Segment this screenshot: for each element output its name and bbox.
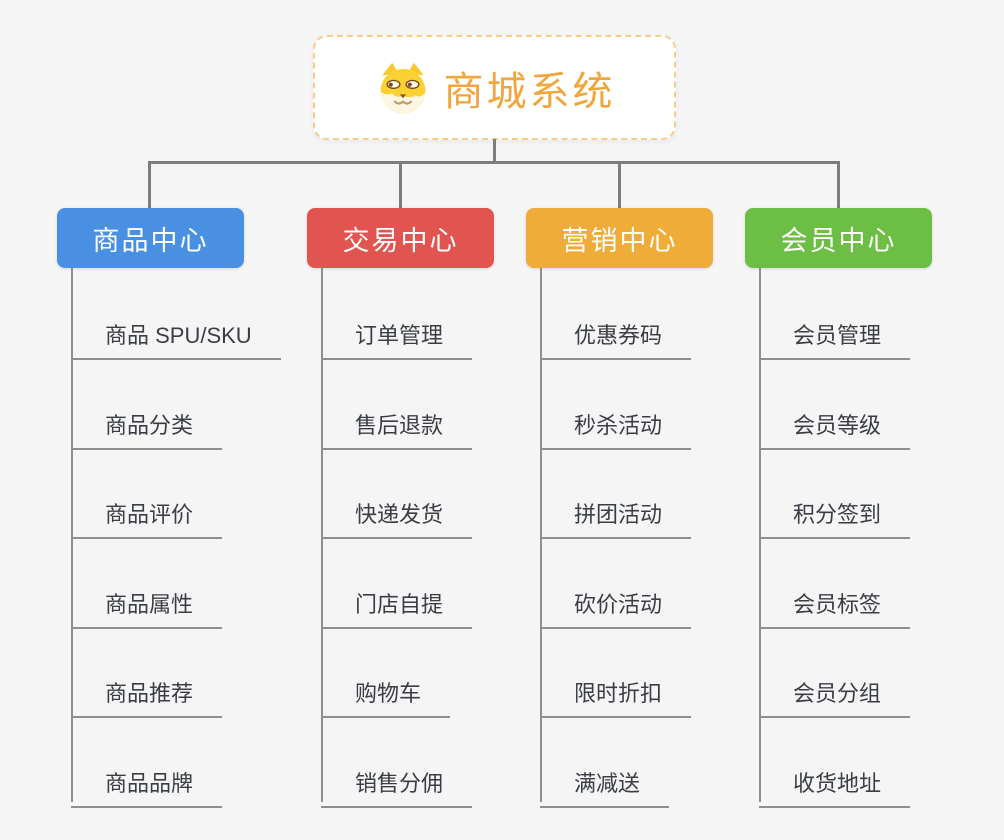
leaf-node[interactable]: 快递发货 <box>321 491 473 539</box>
leaf-node[interactable]: 拼团活动 <box>540 491 692 539</box>
branch-header-trade-center[interactable]: 交易中心 <box>307 208 494 268</box>
leaf-node[interactable]: 优惠券码 <box>540 312 692 360</box>
leaf-node[interactable]: 商品推荐 <box>71 670 223 718</box>
leaf-node[interactable]: 收货地址 <box>759 760 911 808</box>
leaf-node[interactable]: 订单管理 <box>321 312 473 360</box>
leaf-node[interactable]: 会员管理 <box>759 312 911 360</box>
branch-horizontal-line <box>148 161 840 164</box>
branch-drop-line <box>399 161 402 209</box>
branch-header-member-center[interactable]: 会员中心 <box>745 208 932 268</box>
leaf-node[interactable]: 会员等级 <box>759 402 911 450</box>
leaf-node[interactable]: 门店自提 <box>321 581 473 629</box>
leaf-node[interactable]: 商品评价 <box>71 491 223 539</box>
leaf-node[interactable]: 售后退款 <box>321 402 473 450</box>
branch-trunk-line <box>759 268 761 802</box>
branch-trunk-line <box>321 268 323 802</box>
branch-drop-line <box>148 161 151 209</box>
root-title: 商城系统 <box>443 69 616 114</box>
branch-header-marketing-center[interactable]: 营销中心 <box>526 208 713 268</box>
root-node[interactable]: 商城系统 <box>313 35 676 140</box>
leaf-node[interactable]: 商品属性 <box>71 581 223 629</box>
branch-drop-line <box>618 161 621 209</box>
leaf-node[interactable]: 砍价活动 <box>540 581 692 629</box>
leaf-node[interactable]: 会员分组 <box>759 670 911 718</box>
leaf-node[interactable]: 满减送 <box>540 760 670 808</box>
leaf-node[interactable]: 秒杀活动 <box>540 402 692 450</box>
leaf-node[interactable]: 销售分佣 <box>321 760 473 808</box>
leaf-node[interactable]: 积分签到 <box>759 491 911 539</box>
branch-drop-line <box>837 161 840 209</box>
leaf-node[interactable]: 购物车 <box>321 670 451 718</box>
leaf-node[interactable]: 会员标签 <box>759 581 911 629</box>
leaf-node[interactable]: 限时折扣 <box>540 670 692 718</box>
branch-trunk-line <box>540 268 542 802</box>
branch-trunk-line <box>71 268 73 802</box>
leaf-node[interactable]: 商品品牌 <box>71 760 223 808</box>
root-stem-line <box>493 139 496 163</box>
leaf-node[interactable]: 商品分类 <box>71 402 223 450</box>
leaf-node[interactable]: 商品 SPU/SKU <box>71 312 281 360</box>
branch-header-product-center[interactable]: 商品中心 <box>57 208 244 268</box>
dog-face-icon <box>379 62 426 114</box>
